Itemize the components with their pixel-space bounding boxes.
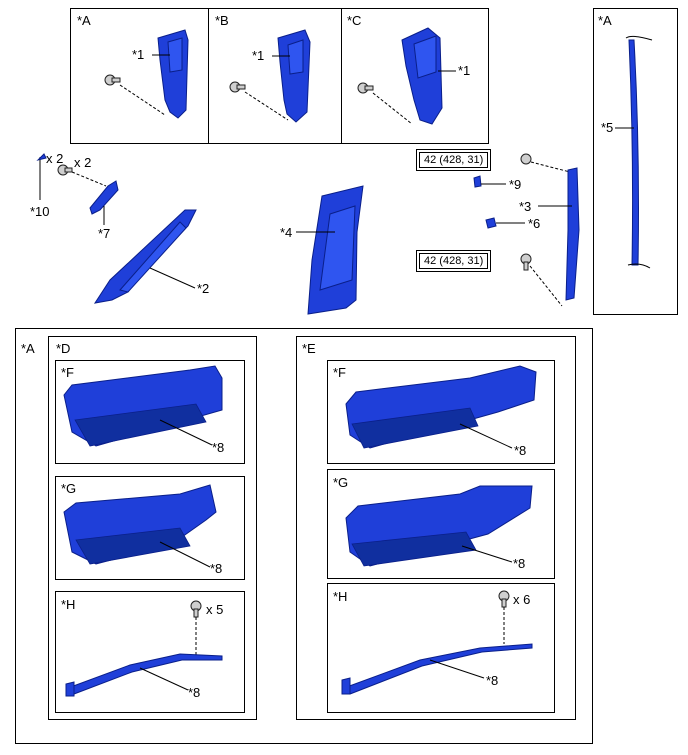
screw-icon-a bbox=[104, 74, 121, 86]
scuff-plate-eg bbox=[345, 485, 533, 567]
label-c-top: *C bbox=[347, 13, 362, 28]
view-frame-h-left bbox=[55, 591, 245, 713]
garnish-7 bbox=[89, 180, 119, 215]
label-f-right: *F bbox=[333, 365, 346, 380]
torque-value-lower: 42 (428, 31) bbox=[419, 253, 489, 269]
bolt-icon-eh bbox=[498, 590, 510, 608]
qty-eh: x 6 bbox=[513, 592, 531, 607]
label-h-right: *H bbox=[333, 589, 348, 604]
label-h-left: *H bbox=[61, 597, 76, 612]
clip-icon-6 bbox=[485, 217, 497, 229]
callout-8-dg: *8 bbox=[210, 561, 223, 576]
callout-8-df: *8 bbox=[212, 440, 225, 455]
clip-icon-10 bbox=[36, 153, 47, 161]
view-frame-h-right bbox=[327, 583, 555, 713]
view-frame-a-bottom bbox=[15, 328, 593, 744]
view-frame-a-right bbox=[593, 8, 678, 315]
scuff-plate-ef bbox=[345, 365, 537, 449]
view-frame-e bbox=[296, 336, 576, 720]
callout-4: *4 bbox=[280, 225, 293, 240]
clip-icon-9 bbox=[473, 175, 482, 188]
pillar-garnish-a bbox=[157, 29, 189, 119]
callout-3: *3 bbox=[519, 199, 532, 214]
view-frame-f-right bbox=[327, 360, 555, 464]
view-frame-g-left bbox=[55, 476, 245, 580]
callout-9: *9 bbox=[509, 177, 522, 192]
view-frame-c-top bbox=[341, 8, 489, 144]
bolt-icon-lower bbox=[520, 253, 532, 271]
view-frame-f-left bbox=[55, 360, 245, 464]
qty-10: x 2 bbox=[46, 151, 64, 166]
scuff-plate-dg bbox=[63, 484, 217, 565]
scuff-strip-dh bbox=[65, 653, 223, 697]
pillar-garnish-c bbox=[401, 27, 443, 125]
garnish-3 bbox=[565, 167, 580, 301]
torque-spec-upper: 42 (428, 31) bbox=[416, 149, 492, 171]
torque-value-upper: 42 (428, 31) bbox=[419, 152, 489, 168]
screw-icon-b bbox=[229, 81, 246, 93]
callout-1-a: *1 bbox=[132, 47, 145, 62]
torque-spec-lower: 42 (428, 31) bbox=[416, 250, 492, 272]
callout-8-eh: *8 bbox=[486, 673, 499, 688]
bolt-icon-dh bbox=[190, 600, 202, 618]
callout-7: *7 bbox=[98, 226, 111, 241]
qty-dh: x 5 bbox=[206, 602, 224, 617]
label-d: *D bbox=[56, 341, 71, 356]
callout-8-dh: *8 bbox=[188, 685, 201, 700]
label-f-left: *F bbox=[61, 365, 74, 380]
callout-6: *6 bbox=[528, 216, 541, 231]
screw-icon-c bbox=[357, 82, 374, 94]
screw-icon-7 bbox=[57, 164, 73, 176]
garnish-4 bbox=[307, 185, 364, 315]
callout-1-b: *1 bbox=[252, 48, 265, 63]
callout-8-ef: *8 bbox=[514, 443, 527, 458]
label-b-top: *B bbox=[215, 13, 229, 28]
callout-1-c: *1 bbox=[458, 63, 471, 78]
label-a-bottom: *A bbox=[21, 341, 35, 356]
pillar-garnish-b bbox=[277, 29, 311, 123]
callout-10: *10 bbox=[30, 204, 50, 219]
label-e: *E bbox=[302, 341, 316, 356]
view-frame-d bbox=[48, 336, 257, 720]
callout-8-eg: *8 bbox=[513, 556, 526, 571]
bolt-icon-upper bbox=[520, 153, 532, 165]
weatherstrip-5 bbox=[625, 35, 653, 269]
view-frame-g-right bbox=[327, 469, 555, 579]
label-g-left: *G bbox=[61, 481, 77, 496]
qty-7: x 2 bbox=[74, 155, 92, 170]
callout-2: *2 bbox=[197, 281, 210, 296]
scuff-strip-eh bbox=[341, 643, 533, 695]
scuff-plate-df bbox=[63, 365, 223, 447]
label-a-top: *A bbox=[77, 13, 91, 28]
callout-5: *5 bbox=[601, 120, 614, 135]
pillar-garnish-2 bbox=[93, 209, 197, 304]
label-a-right: *A bbox=[598, 13, 612, 28]
label-g-right: *G bbox=[333, 475, 349, 490]
